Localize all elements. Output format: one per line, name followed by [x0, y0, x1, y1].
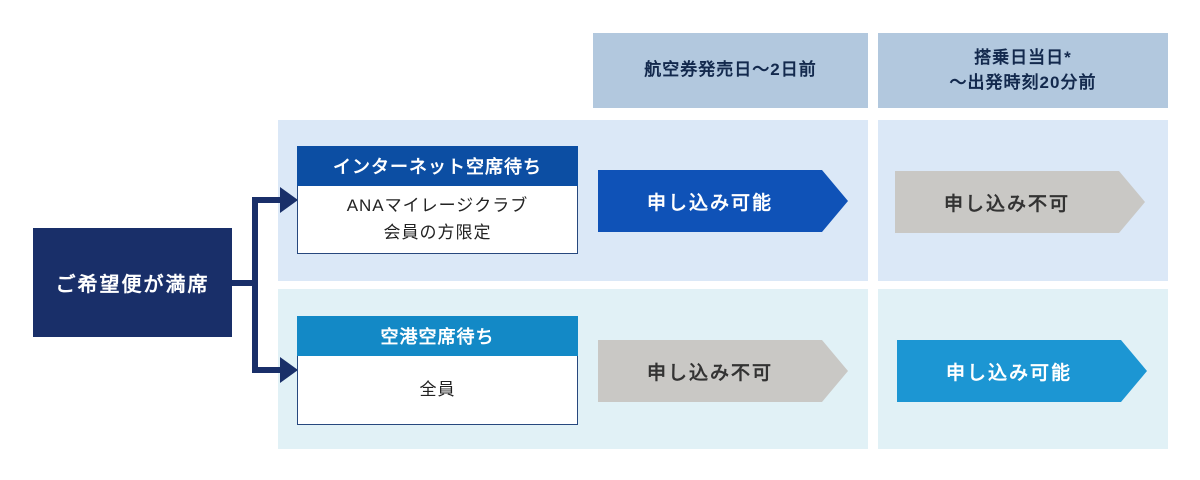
- connector-vertical-line: [252, 197, 258, 373]
- start-condition-label: ご希望便が満席: [55, 274, 210, 296]
- connector-top-arrowhead-icon: [280, 187, 298, 213]
- method-header-internet-standby: インターネット空席待ち: [297, 146, 578, 186]
- connector-bottom-arm: [252, 367, 282, 373]
- column-header-boarding-day: 搭乗日当日* 〜出発時刻20分前: [878, 33, 1168, 108]
- status-arrow-internet-sale-period: 申し込み可能: [598, 170, 848, 232]
- method-box-airport-standby: 空港空席待ち 全員: [297, 316, 578, 425]
- method-box-internet-standby: インターネット空席待ち ANAマイレージクラブ 会員の方限定: [297, 146, 578, 254]
- method-eligibility-airport-standby: 全員: [297, 356, 578, 425]
- method-eligibility-internet-standby: ANAマイレージクラブ 会員の方限定: [297, 186, 578, 254]
- connector-bottom-arrowhead-icon: [280, 357, 298, 383]
- method-header-airport-standby: 空港空席待ち: [297, 316, 578, 356]
- connector-horizontal-line: [232, 280, 258, 286]
- start-condition-box: ご希望便が満席: [33, 228, 232, 337]
- column-header-sale-period: 航空券発売日〜2日前: [593, 33, 868, 108]
- status-arrow-airport-sale-period: 申し込み不可: [598, 340, 848, 402]
- status-arrow-internet-boarding-day: 申し込み不可: [895, 171, 1145, 233]
- connector-top-arm: [252, 197, 282, 203]
- status-arrow-airport-boarding-day: 申し込み可能: [897, 340, 1147, 402]
